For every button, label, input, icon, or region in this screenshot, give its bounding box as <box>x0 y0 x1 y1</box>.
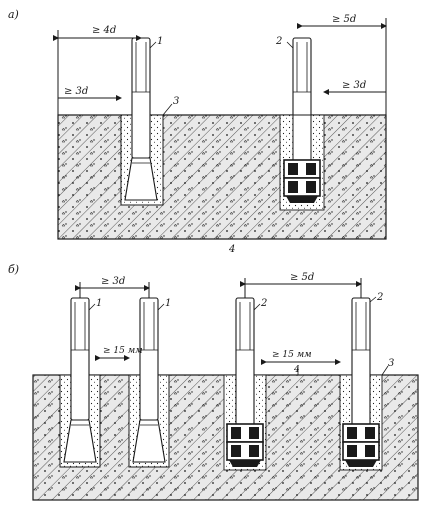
bolt-b-4 <box>342 297 380 467</box>
dim-b-gap-left: ≥ 15 мм <box>103 346 143 356</box>
callout-b-bolt4: 2 <box>376 292 383 303</box>
panel-a: a) <box>8 8 387 255</box>
dim-a-side-right: ≥ 3d <box>342 80 366 91</box>
dim-a-top-left: ≥ 4d <box>92 25 116 36</box>
dim-a-top-right: ≥ 5d <box>332 14 356 25</box>
callout-b-bolt3: 2 <box>260 298 267 309</box>
panel-b: б) <box>8 263 419 501</box>
dimensions-b: ≥ 3d ≥ 5d ≥ 15 мм ≥ 15 мм <box>75 272 362 365</box>
callout-b-well: 3 <box>388 358 394 369</box>
panel-a-label: a) <box>8 8 19 21</box>
dim-b-top-right: ≥ 5d <box>290 272 314 283</box>
callouts-a: 1 2 3 4 <box>149 36 294 255</box>
callout-a-concrete: 4 <box>228 244 235 255</box>
bolt-left-a <box>124 37 158 201</box>
callout-a-bolt2: 2 <box>275 36 282 47</box>
callout-a-well: 3 <box>173 96 179 107</box>
concrete-block-a <box>57 114 387 240</box>
callout-a-bolt1: 1 <box>157 36 163 47</box>
bolt-b-3 <box>226 297 264 467</box>
bolt-b-2 <box>132 297 166 463</box>
dim-b-top-left: ≥ 3d <box>101 276 125 287</box>
callout-b-bolt1: 1 <box>96 298 102 309</box>
callout-b-concrete: 4 <box>293 365 300 375</box>
dim-b-gap-right: ≥ 15 мм <box>272 350 312 360</box>
bolt-b-1 <box>63 297 97 463</box>
panel-b-label: б) <box>8 263 19 276</box>
callout-b-bolt2: 1 <box>165 298 171 309</box>
dimensions-a: ≥ 4d ≥ 5d ≥ 3d ≥ 3d <box>53 14 387 115</box>
bolt-right-a <box>279 37 325 211</box>
callouts-b: 1 1 2 2 3 4 <box>88 292 394 376</box>
dim-a-side-left: ≥ 3d <box>64 86 88 97</box>
